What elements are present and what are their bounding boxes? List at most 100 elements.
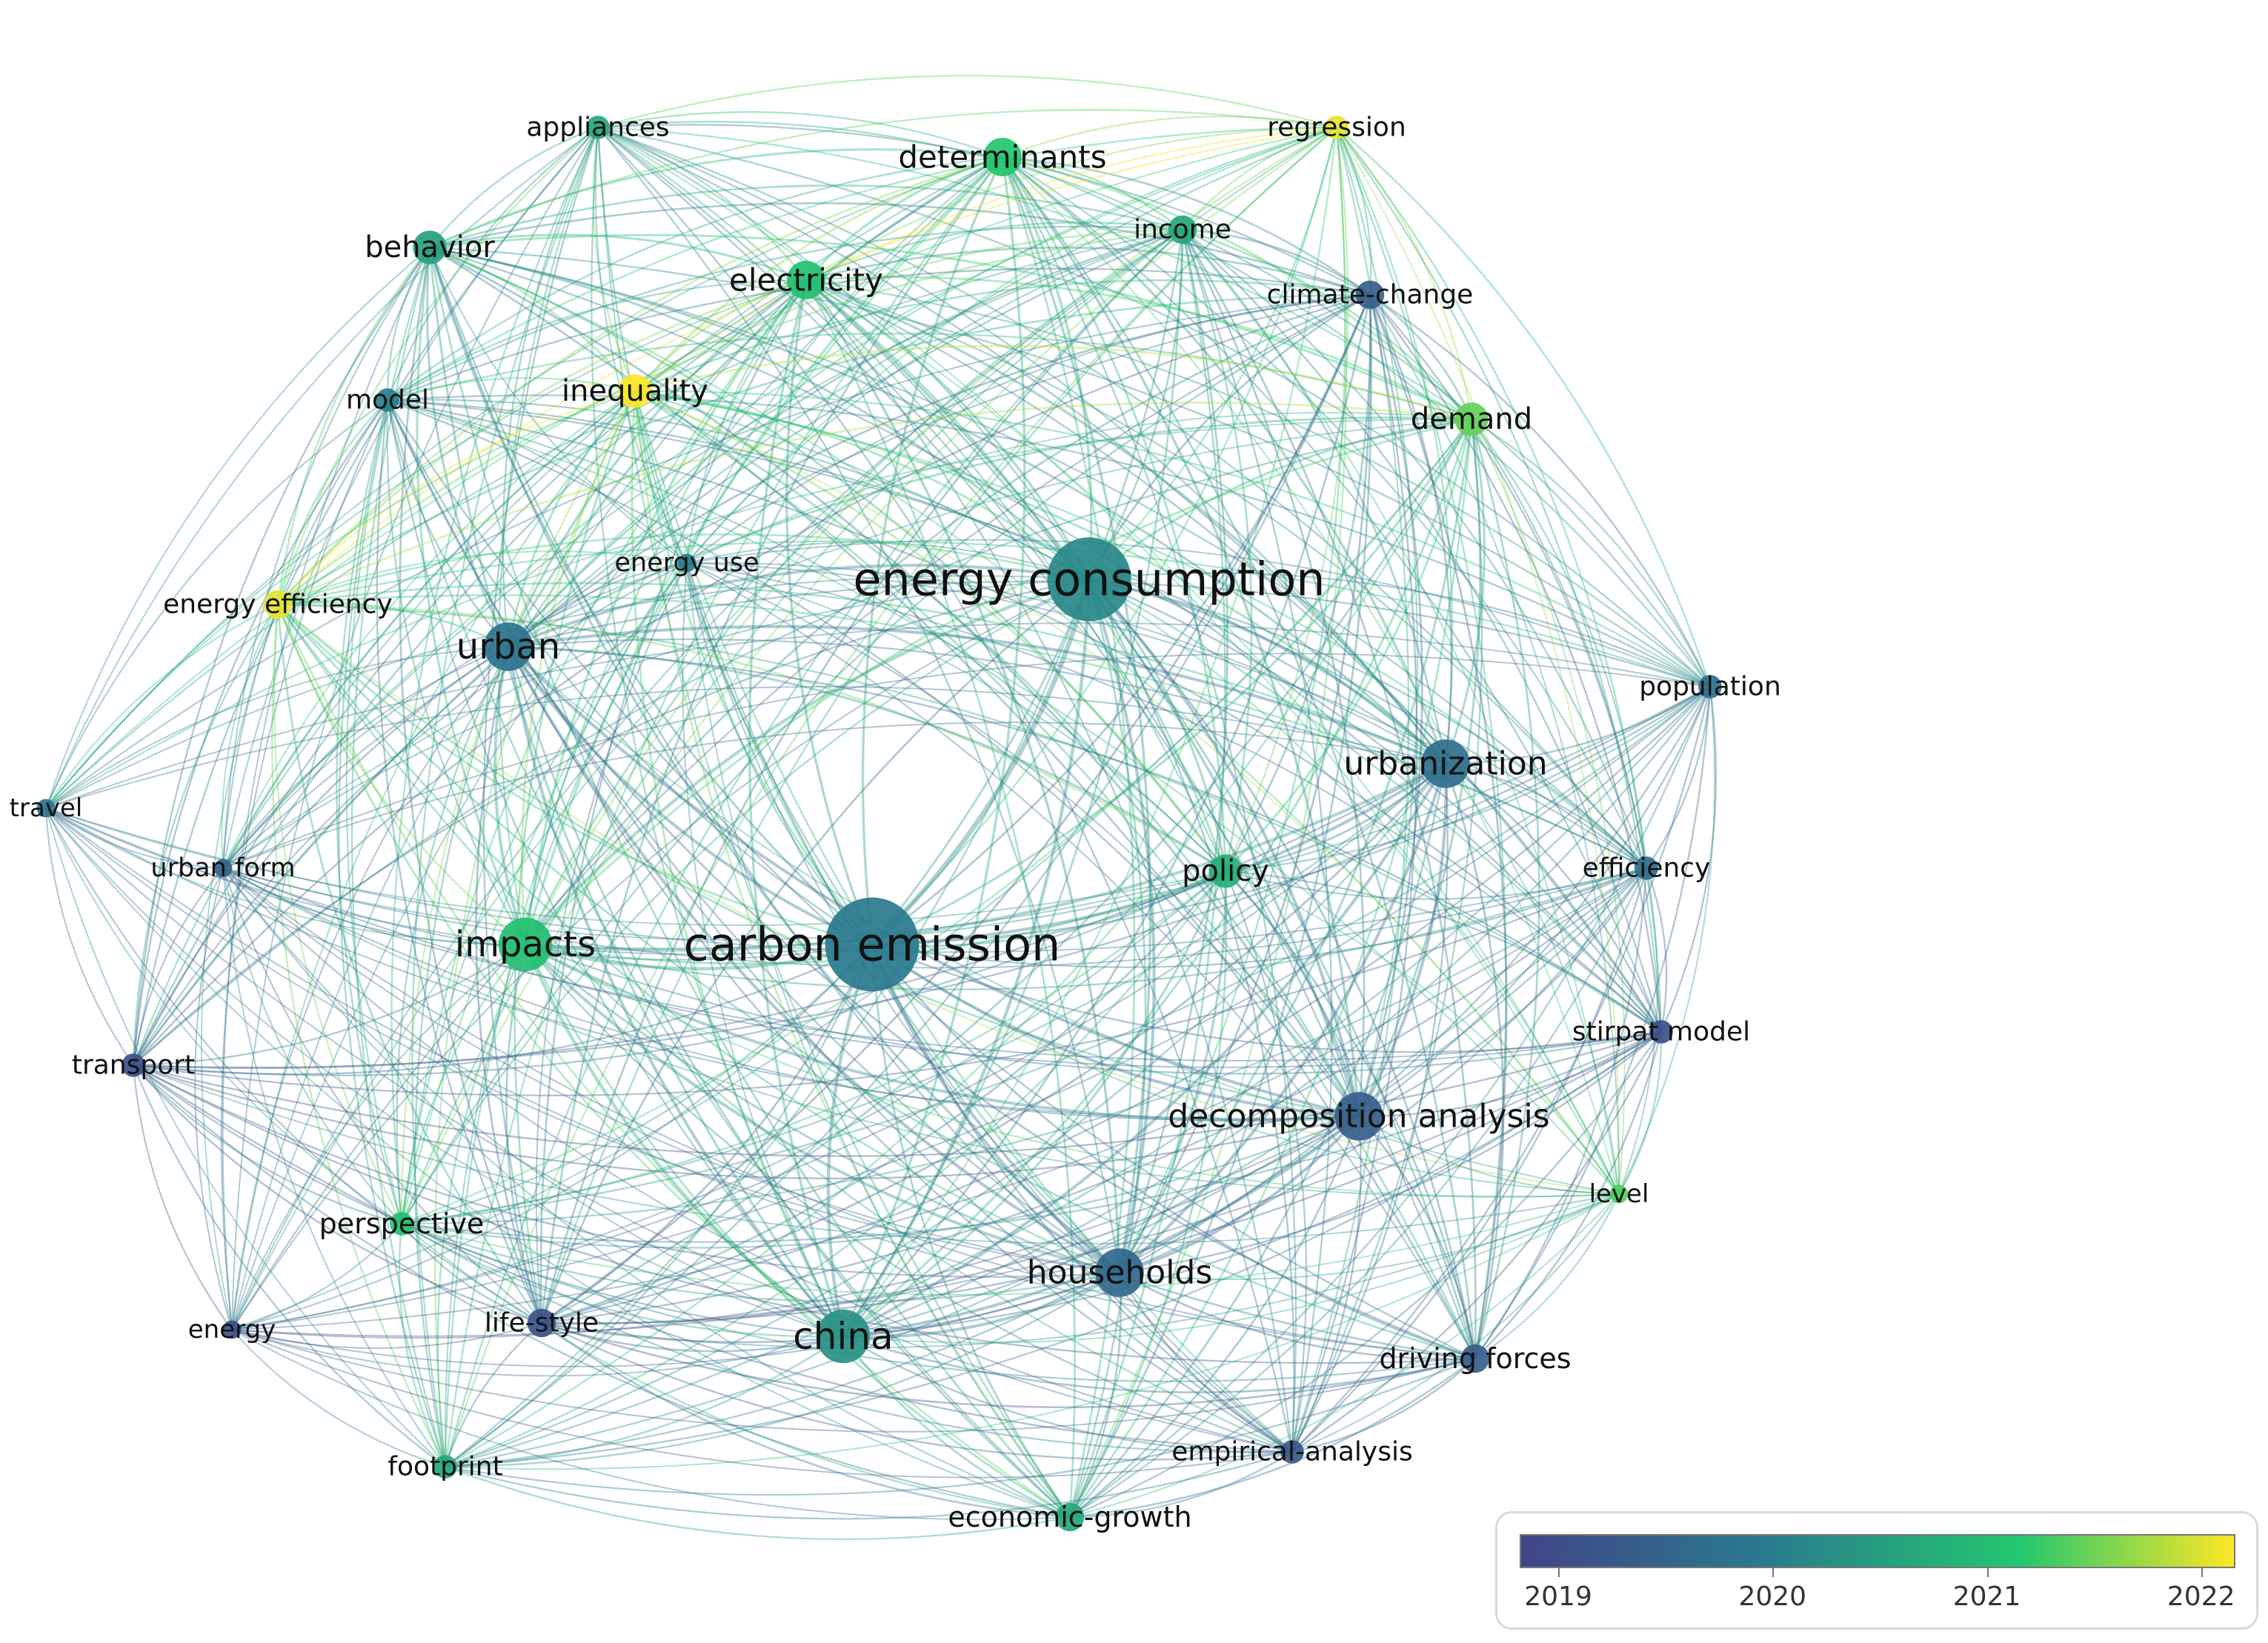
node-label-urban-form[interactable]: urban form [150, 853, 295, 883]
node-label-impacts[interactable]: impacts [455, 924, 596, 965]
node-label-climate-change[interactable]: climate-change [1267, 280, 1474, 310]
node-transport[interactable] [122, 1053, 145, 1077]
node-label-china[interactable]: china [793, 1315, 893, 1358]
node-label-inequality[interactable]: inequality [562, 374, 708, 408]
node-energy-efficiency[interactable] [263, 590, 293, 619]
node-label-energy-use[interactable]: energy use [614, 548, 759, 578]
node-impacts[interactable] [498, 917, 553, 972]
edge-appliances-footprint [411, 127, 599, 1467]
edge-behavior-energy [222, 247, 430, 1330]
edge-income-driving-forces [1181, 229, 1477, 1359]
node-label-population[interactable]: population [1639, 672, 1781, 702]
node-level[interactable] [1609, 1184, 1629, 1204]
node-efficiency[interactable] [1635, 856, 1658, 880]
edge-income-perspective [400, 229, 1183, 1224]
node-energy-use[interactable] [677, 553, 696, 573]
edge-determinants-population [1002, 156, 1711, 687]
edge-electricity-demand [805, 276, 1472, 421]
edge-electricity-urban-form [222, 279, 807, 869]
node-population[interactable] [1698, 675, 1722, 699]
node-economic-growth[interactable] [1055, 1502, 1085, 1532]
edge-energy-use-population [686, 539, 1711, 687]
node-label-demand[interactable]: demand [1411, 402, 1532, 436]
node-driving-forces[interactable] [1460, 1344, 1490, 1373]
node-label-regression[interactable]: regression [1267, 113, 1406, 143]
edge-life-style-empirical-analysis [541, 1322, 1293, 1461]
node-determinants[interactable] [983, 138, 1022, 176]
node-label-carbon-emission[interactable]: carbon emission [684, 918, 1061, 972]
node-label-driving-forces[interactable]: driving forces [1379, 1342, 1571, 1375]
node-demand[interactable] [1454, 402, 1489, 436]
edge-energy-consumption-life-style [540, 578, 1090, 1324]
node-label-perspective[interactable]: perspective [319, 1207, 485, 1240]
node-appliances[interactable] [586, 116, 610, 139]
node-label-households[interactable]: households [1027, 1254, 1213, 1292]
edge-income-empirical-analysis [1181, 229, 1333, 1453]
node-urban-form[interactable] [213, 859, 233, 878]
node-stirpat-model[interactable] [1649, 1020, 1673, 1044]
node-decomposition-analysis[interactable] [1334, 1092, 1383, 1141]
edge-model-travel [45, 399, 388, 809]
edge-electricity-carbon-emission [785, 279, 874, 945]
node-life-style[interactable] [527, 1308, 556, 1338]
edge-electricity-climate-change [805, 246, 1371, 296]
node-label-economic-growth[interactable]: economic-growth [948, 1501, 1191, 1533]
edge-model-demand [387, 333, 1472, 421]
node-empirical-analysis[interactable] [1280, 1440, 1304, 1464]
node-label-policy[interactable]: policy [1182, 854, 1269, 888]
node-label-stirpat-model[interactable]: stirpat model [1572, 1017, 1750, 1047]
edge-determinants-empirical-analysis [1001, 156, 1297, 1453]
edge-energy-efficiency-urban [277, 601, 509, 648]
edge-regression-energy [231, 127, 1337, 1330]
node-regression[interactable] [1325, 116, 1349, 139]
node-energy-consumption[interactable] [1047, 537, 1131, 621]
node-travel[interactable] [36, 799, 56, 818]
node-electricity[interactable] [787, 261, 825, 299]
node-label-footprint[interactable]: footprint [388, 1452, 502, 1482]
node-label-model[interactable]: model [346, 385, 429, 416]
edge-regression-households [1118, 127, 1346, 1273]
node-label-determinants[interactable]: determinants [898, 139, 1106, 176]
node-income[interactable] [1168, 215, 1197, 244]
node-label-income[interactable]: income [1134, 215, 1231, 245]
node-label-behavior[interactable]: behavior [365, 230, 495, 264]
node-label-empirical-analysis[interactable]: empirical-analysis [1171, 1437, 1412, 1467]
node-label-energy-efficiency[interactable]: energy efficiency [163, 590, 393, 620]
edge-regression-perspective [400, 127, 1337, 1224]
node-energy[interactable] [222, 1320, 242, 1339]
node-label-urban[interactable]: urban [456, 626, 560, 667]
node-label-travel[interactable]: travel [10, 793, 83, 823]
edge-determinants-demand [1002, 156, 1473, 421]
node-label-energy-consumption[interactable]: energy consumption [853, 553, 1325, 607]
node-label-decomposition-analysis[interactable]: decomposition analysis [1168, 1098, 1549, 1136]
node-climate-change[interactable] [1355, 280, 1385, 310]
node-label-life-style[interactable]: life-style [485, 1308, 599, 1339]
node-urbanization[interactable] [1421, 739, 1470, 788]
node-label-level[interactable]: level [1589, 1179, 1649, 1209]
edge-perspective-driving-forces [401, 1222, 1476, 1382]
node-urban[interactable] [484, 622, 533, 671]
node-policy[interactable] [1208, 854, 1243, 888]
node-label-urbanization[interactable]: urbanization [1343, 745, 1547, 783]
node-inequality[interactable] [618, 374, 652, 408]
edge-appliances-transport [132, 127, 599, 1066]
node-label-efficiency[interactable]: efficiency [1583, 853, 1711, 884]
legend-tick-2022 [2201, 1568, 2203, 1577]
edge-appliances-driving-forces [597, 127, 1477, 1359]
node-model[interactable] [376, 388, 399, 412]
edge-energy-use-stirpat-model [686, 562, 1662, 1033]
node-carbon-emission[interactable] [825, 897, 919, 992]
edge-inequality-stirpat-model [634, 390, 1662, 1033]
node-label-appliances[interactable]: appliances [526, 113, 669, 143]
node-perspective[interactable] [390, 1212, 413, 1236]
edge-energy-efficiency-level [277, 604, 1620, 1195]
node-label-electricity[interactable]: electricity [729, 262, 883, 299]
node-label-transport[interactable]: transport [72, 1050, 195, 1081]
node-label-energy[interactable]: energy [188, 1315, 276, 1344]
edge-electricity-driving-forces [805, 279, 1477, 1359]
edge-urban-urban-form [222, 646, 509, 869]
node-china[interactable] [816, 1309, 871, 1364]
node-footprint[interactable] [433, 1455, 457, 1479]
node-behavior[interactable] [413, 230, 447, 264]
node-households[interactable] [1095, 1248, 1144, 1297]
